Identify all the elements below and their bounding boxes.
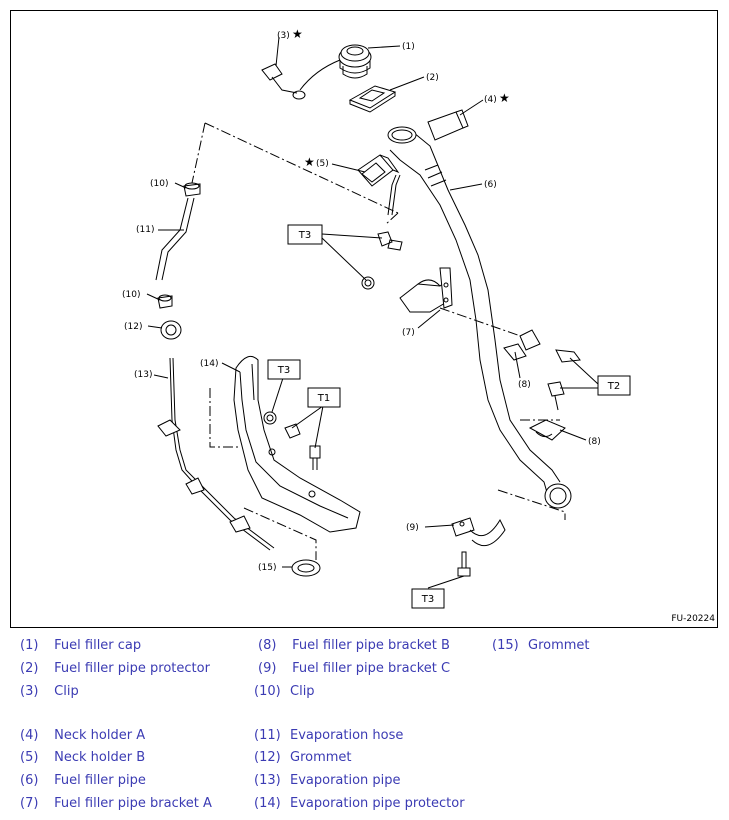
legend-item: (8) Fuel filler pipe bracket B	[258, 638, 450, 653]
torque-box-t3-mid	[267, 359, 301, 380]
leader-lines	[146, 36, 599, 589]
evaporation-pipe-protector	[233, 355, 361, 533]
callout-11: (11)	[136, 225, 154, 235]
legend-item: (5) Neck holder B	[20, 750, 146, 765]
legend-item: (12)Grommet	[254, 750, 352, 765]
legend-item: (4) Neck holder A	[20, 728, 146, 743]
star-icon: ★	[499, 91, 510, 105]
callout-2: (2)	[426, 73, 439, 83]
guide-lines	[191, 122, 566, 560]
callout-8-lower: (8)	[588, 437, 601, 447]
legend-item: (11)Evaporation hose	[254, 728, 404, 743]
parts-legend: (1) Fuel filler cap (2) Fuel filler pipe…	[0, 636, 729, 820]
nut-t3-left	[263, 411, 277, 425]
star-icon: ★	[304, 155, 315, 169]
legend-item: (2) Fuel filler pipe protector	[20, 661, 210, 676]
torque-label-t3-top: T3	[298, 230, 311, 241]
fuel-filler-pipe-bracket-b-upper	[503, 329, 581, 363]
torque-box-t2	[597, 375, 631, 396]
callout-6: (6)	[484, 180, 497, 190]
fuel-filler-pipe-bracket-c	[451, 517, 506, 577]
torque-box-t3-bottom	[411, 588, 445, 609]
callout-5: (5)	[316, 159, 329, 169]
legend-item: (15)Grommet	[492, 638, 590, 653]
callout-14: (14)	[200, 359, 218, 369]
clip-10-lower	[157, 294, 173, 309]
star-icon: ★	[292, 27, 303, 41]
torque-label-t3-bottom: T3	[421, 594, 434, 605]
clip-3	[261, 63, 298, 94]
clip-10-upper	[183, 182, 201, 197]
legend-item: (14)Evaporation pipe protector	[254, 796, 465, 811]
callout-10-lower: (10)	[122, 290, 140, 300]
diagram-frame	[10, 10, 718, 628]
callout-4: (4)	[484, 95, 497, 105]
torque-label-t1: T1	[317, 393, 330, 404]
callout-8-upper: (8)	[518, 380, 531, 390]
neck-holder-b	[357, 154, 400, 187]
callout-13: (13)	[134, 370, 152, 380]
torque-label-t2: T2	[607, 381, 620, 392]
fuel-filler-cap	[338, 44, 372, 79]
torque-label-t3-mid: T3	[277, 365, 290, 376]
evaporation-hose	[155, 197, 195, 281]
legend-item: (1) Fuel filler cap	[20, 638, 142, 653]
legend-item: (10)Clip	[254, 684, 315, 699]
callout-15: (15)	[258, 563, 276, 573]
grommet-15	[291, 559, 321, 577]
fuel-filler-pipe-bracket-a	[399, 267, 453, 313]
grommet-12	[160, 320, 182, 340]
fuel-filler-pipe	[387, 126, 572, 509]
callout-7: (7)	[402, 328, 415, 338]
torque-box-t3-top	[287, 224, 323, 245]
callout-3: (3)	[277, 31, 290, 41]
callout-12: (12)	[124, 322, 142, 332]
bolt-t2	[547, 381, 565, 411]
callout-10-upper: (10)	[150, 179, 168, 189]
bolt-t1	[284, 423, 321, 470]
torque-box-t1	[307, 387, 341, 408]
legend-item: (7) Fuel filler pipe bracket A	[20, 796, 212, 811]
evaporation-pipe	[157, 357, 275, 551]
exploded-parts-diagram: T3 T3 T1 T2 T3 (1) (2) (3) ★ (4) ★ ★ (5)…	[122, 27, 631, 609]
legend-item: (3) Clip	[20, 684, 79, 699]
bolt-t3-upper	[361, 231, 403, 290]
legend-item: (6) Fuel filler pipe	[20, 773, 146, 788]
callout-9: (9)	[406, 523, 419, 533]
neck-holder-a	[427, 109, 469, 141]
legend-item: (13)Evaporation pipe	[254, 773, 401, 788]
callout-1: (1)	[402, 42, 415, 52]
fuel-filler-pipe-bracket-b-lower	[528, 419, 566, 441]
legend-item: (9) Fuel filler pipe bracket C	[258, 661, 451, 676]
figure-id: FU-20224	[671, 614, 715, 624]
fuel-filler-pipe-protector	[348, 85, 397, 113]
